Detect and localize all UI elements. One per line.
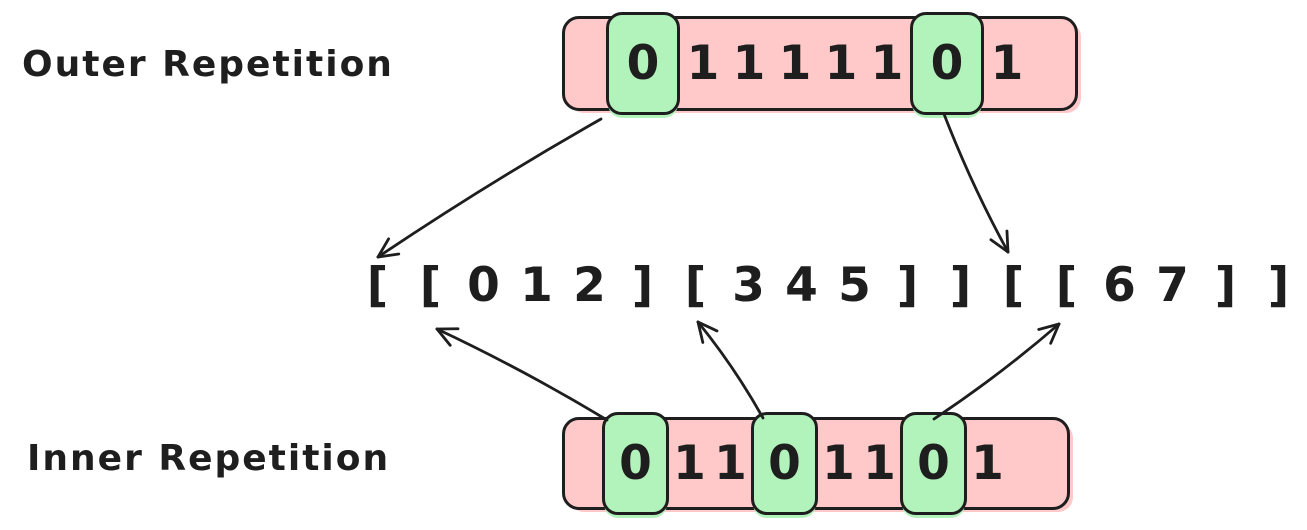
inner-bit-2-cell: 1 xyxy=(714,436,747,491)
expression-token-7: 3 xyxy=(732,258,765,313)
expression-token-11: ] xyxy=(949,258,972,313)
outer-bit-0-highlighted-cell: 0 xyxy=(606,12,680,115)
expression-token-1: [ xyxy=(419,258,442,313)
outer-bit-3-cell: 1 xyxy=(778,36,812,91)
inner-bit-3-highlighted-cell: 0 xyxy=(751,412,818,515)
outer-bit-6-highlighted-cell: 0 xyxy=(910,12,984,115)
outer-repetition-label: Outer Repetition xyxy=(22,44,394,85)
expression-token-9: 5 xyxy=(838,258,871,313)
outer-bit-1-cell: 1 xyxy=(686,36,720,91)
inner-bit-4-cell: 1 xyxy=(822,436,855,491)
inner-bit-6-highlighted-cell: 0 xyxy=(900,412,967,515)
arrow-inner-bit-0-to-inner-group-1-open-bracket xyxy=(435,327,609,422)
arrow-outer-bit-6-to-outer-group-2-open-bracket xyxy=(942,112,1010,254)
expression-token-5: ] xyxy=(631,258,654,313)
expression-token-17: ] xyxy=(1267,258,1290,313)
inner-bit-7-cell: 1 xyxy=(971,436,1004,491)
expression-token-13: [ xyxy=(1055,258,1078,313)
expression-token-16: ] xyxy=(1214,258,1237,313)
inner-repetition-label: Inner Repetition xyxy=(27,438,391,479)
outer-bit-5-cell: 1 xyxy=(870,36,904,91)
expression-token-15: 7 xyxy=(1156,258,1189,313)
inner-bit-5-cell: 1 xyxy=(863,436,896,491)
expression-token-6: [ xyxy=(684,258,707,313)
inner-bit-0-highlighted-cell: 0 xyxy=(602,412,669,515)
outer-bit-4-cell: 1 xyxy=(824,36,858,91)
arrow-inner-bit-3-to-inner-group-2-open-bracket xyxy=(696,320,765,420)
expression-token-2: 0 xyxy=(467,258,500,313)
arrow-inner-bit-6-to-inner-group-3-open-bracket xyxy=(932,322,1061,421)
expression-token-12: [ xyxy=(1002,258,1025,313)
expression-token-8: 4 xyxy=(785,258,818,313)
expression-token-4: 2 xyxy=(573,258,606,313)
expression-token-0: [ xyxy=(366,258,389,313)
expression-token-10: ] xyxy=(896,258,919,313)
outer-bit-7-cell: 1 xyxy=(990,36,1024,91)
arrow-outer-bit-0-to-outer-group-1-open-bracket xyxy=(376,117,603,259)
expression-token-14: 6 xyxy=(1103,258,1136,313)
outer-bit-2-cell: 1 xyxy=(732,36,766,91)
inner-bit-1-cell: 1 xyxy=(673,436,706,491)
expression-token-3: 1 xyxy=(520,258,553,313)
